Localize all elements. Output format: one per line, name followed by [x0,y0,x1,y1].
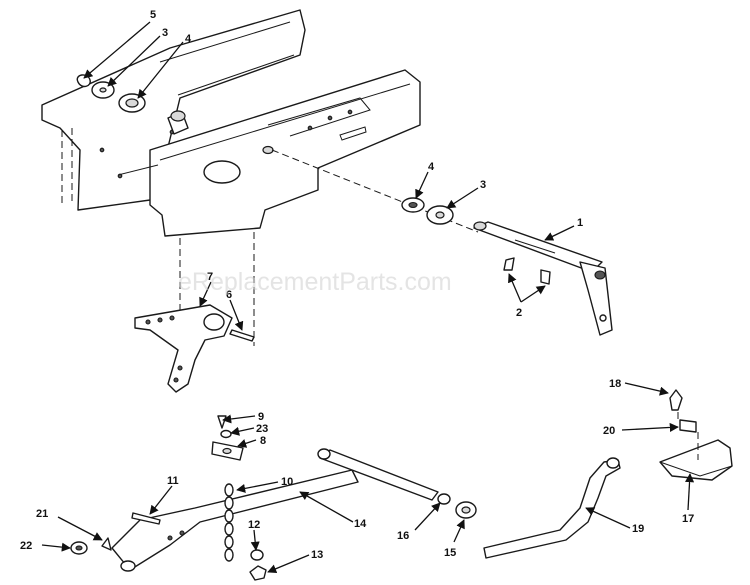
watermark-text: eReplacementParts.com [178,268,452,296]
callout-4: 4 [185,33,192,45]
callout-21: 21 [36,508,48,520]
lift-rod-assembly [70,415,477,581]
callout-6: 6 [226,289,232,301]
mount-bracket [659,389,733,481]
callout-leaders [41,21,695,574]
callout-9: 9 [258,411,264,423]
callout-7: 7 [207,271,213,283]
callout-4: 4 [428,161,435,173]
callout-20: 20 [603,425,615,437]
handle-rod [483,457,621,559]
callout-8: 8 [260,435,266,447]
callout-13: 13 [311,549,323,561]
callout-17: 17 [682,513,694,525]
callout-14: 14 [354,518,367,530]
callout-1: 1 [577,217,583,229]
callout-19: 19 [632,523,644,535]
bellcrank-arm [134,304,255,393]
callout-3: 3 [480,179,486,191]
callout-10: 10 [281,476,293,488]
callout-16: 16 [397,530,409,542]
frame-assembly [41,9,479,346]
callout-3: 3 [162,27,168,39]
callout-labels: 5 3 4 4 3 1 2 7 6 9 23 8 10 11 14 21 22 … [20,9,694,561]
callout-22: 22 [20,540,32,552]
callout-11: 11 [167,475,179,487]
callout-15: 15 [444,547,456,559]
callout-12: 12 [248,519,260,531]
callout-23: 23 [256,423,268,435]
callout-18: 18 [609,378,621,390]
callout-5: 5 [150,9,156,21]
callout-2: 2 [516,307,522,319]
cross-shaft-lever [473,221,613,336]
